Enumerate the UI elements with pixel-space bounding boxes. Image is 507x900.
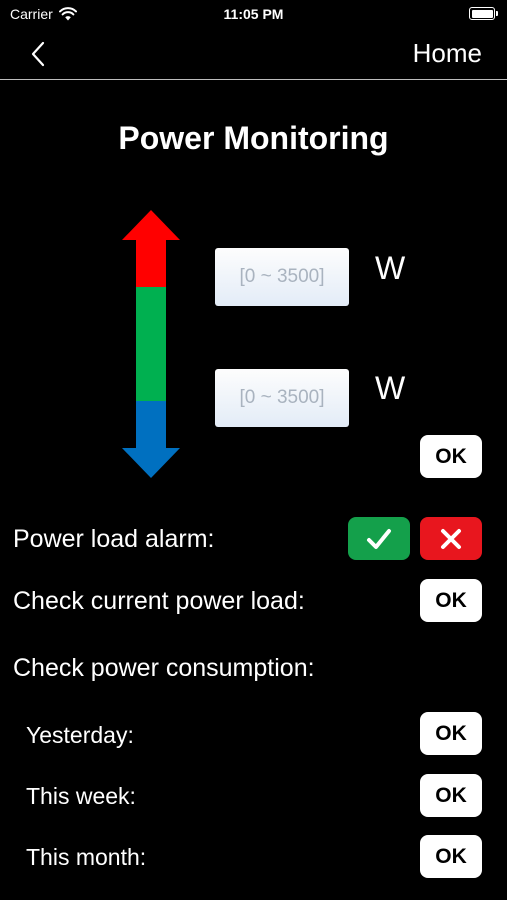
arrow-down-head — [122, 401, 180, 478]
consumption-yesterday-ok-button[interactable]: OK — [420, 712, 482, 755]
wifi-icon — [58, 7, 77, 21]
chevron-left-icon[interactable] — [28, 39, 48, 69]
double-arrow-icon — [122, 210, 180, 478]
carrier-indicator: Carrier — [10, 6, 77, 22]
arrow-middle-band — [136, 287, 166, 401]
home-button[interactable]: Home — [412, 38, 482, 68]
upper-unit-label: W — [375, 250, 406, 286]
consumption-month-ok-button[interactable]: OK — [420, 835, 482, 878]
power-consumption-label: Check power consumption: — [13, 654, 315, 682]
status-time: 11:05 PM — [223, 6, 284, 22]
navigation-bar: Home — [0, 30, 507, 80]
consumption-month-label: This month: — [26, 844, 147, 870]
check-icon — [367, 528, 391, 549]
alarm-enable-button[interactable] — [348, 517, 410, 560]
carrier-label: Carrier — [10, 6, 53, 22]
power-load-alarm-label: Power load alarm: — [13, 525, 215, 553]
consumption-yesterday-label: Yesterday: — [26, 722, 134, 748]
lower-threshold-input[interactable] — [215, 369, 349, 427]
arrow-up-head — [122, 210, 180, 287]
page-title: Power Monitoring — [118, 120, 389, 156]
lower-unit-label: W — [375, 370, 406, 406]
battery-icon — [469, 7, 498, 20]
upper-threshold-input[interactable] — [215, 248, 349, 306]
current-load-label: Check current power load: — [13, 587, 305, 615]
current-load-ok-button[interactable]: OK — [420, 579, 482, 622]
threshold-ok-button[interactable]: OK — [420, 435, 482, 478]
alarm-disable-button[interactable] — [420, 517, 482, 560]
consumption-week-label: This week: — [26, 783, 136, 809]
battery-level — [471, 9, 493, 18]
close-icon — [441, 528, 461, 549]
consumption-week-ok-button[interactable]: OK — [420, 774, 482, 817]
status-bar: Carrier 11:05 PM — [0, 0, 507, 30]
